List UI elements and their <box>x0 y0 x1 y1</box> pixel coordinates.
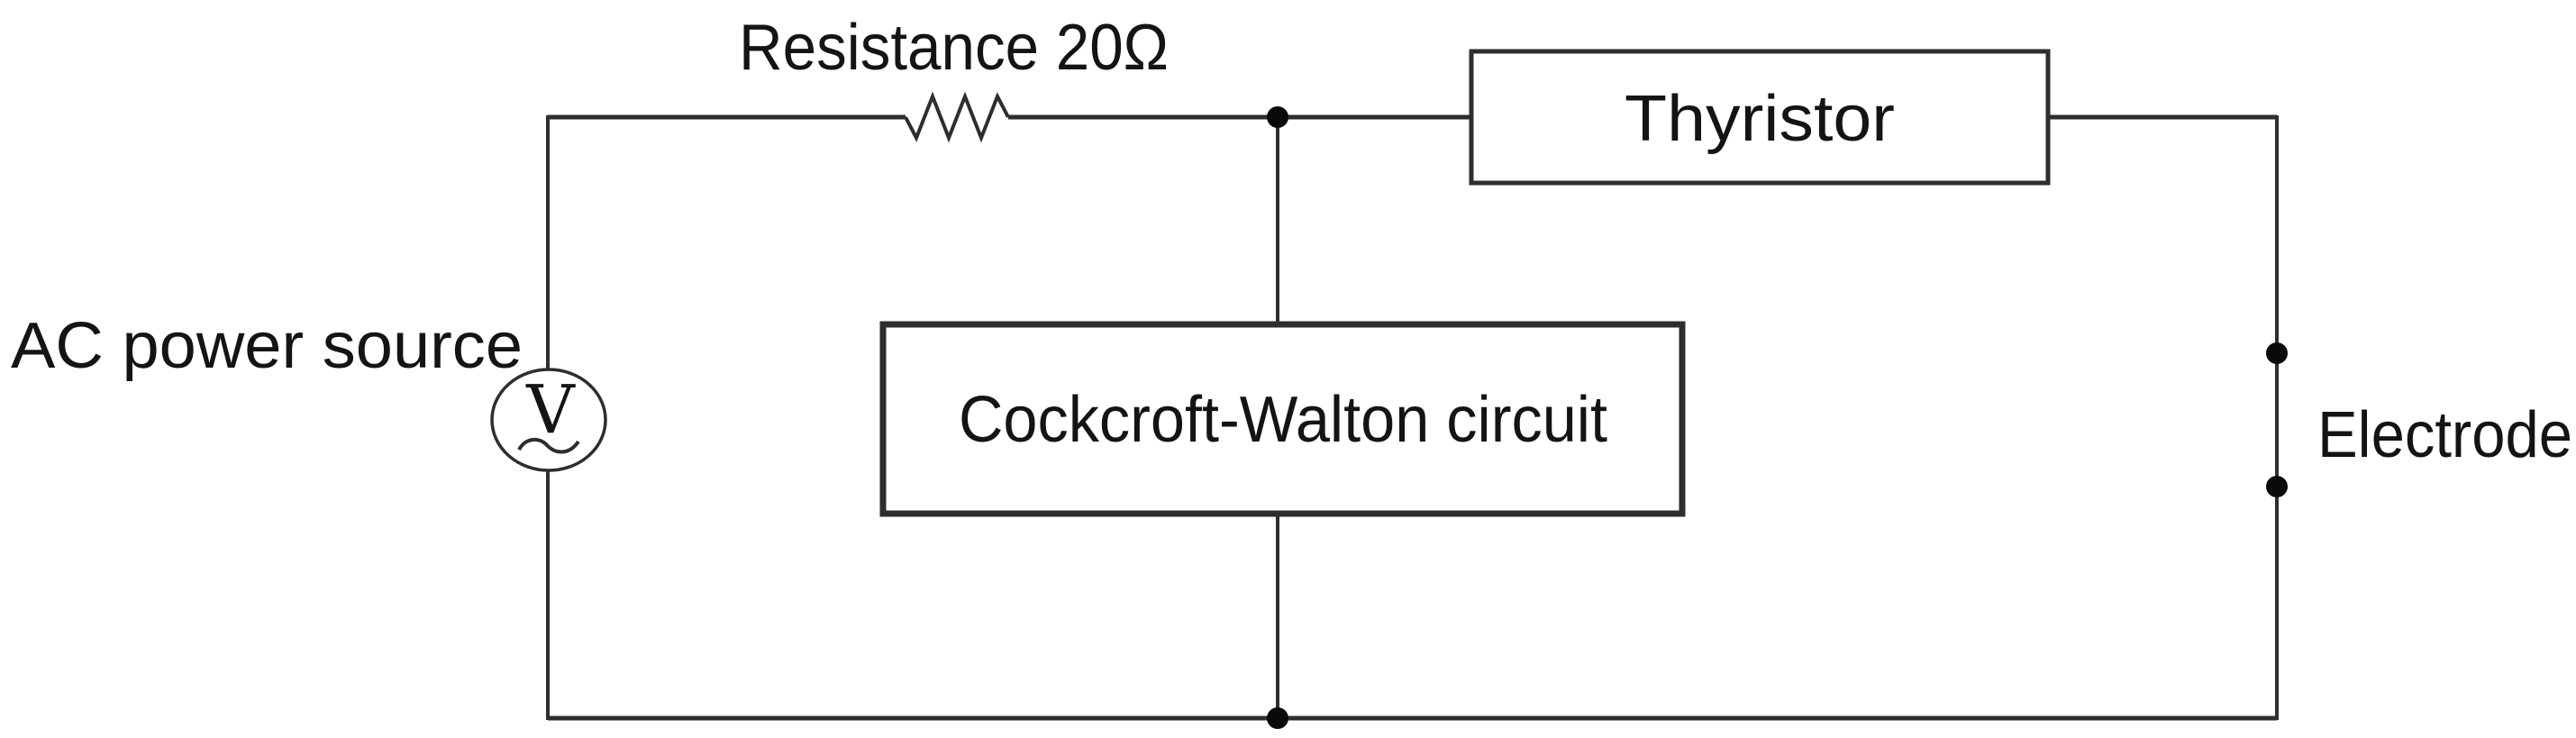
resistance-label: Resistance 20Ω <box>739 12 1169 84</box>
electrode-terminal-dot-upper <box>2266 342 2288 364</box>
cockcroft-walton-label: Cockcroft-Walton circuit <box>959 384 1607 456</box>
ac-power-source-label: AC power source <box>11 310 523 382</box>
junction-dot-top <box>1267 106 1288 128</box>
ac-source-symbol-letter: V <box>525 371 576 449</box>
electrode-label: Electrode <box>2317 399 2572 471</box>
ac-source-circle-icon <box>490 368 607 472</box>
cockcroft-walton-box <box>879 321 1686 517</box>
thyristor-box <box>1469 49 2051 186</box>
thyristor-label: Thyristor <box>1625 83 1895 155</box>
ac-source-sine-icon <box>517 438 580 454</box>
resistor-zigzag-icon <box>904 91 1010 143</box>
electrode-terminal-dot-lower <box>2266 476 2288 497</box>
junction-dot-bottom <box>1267 707 1288 729</box>
